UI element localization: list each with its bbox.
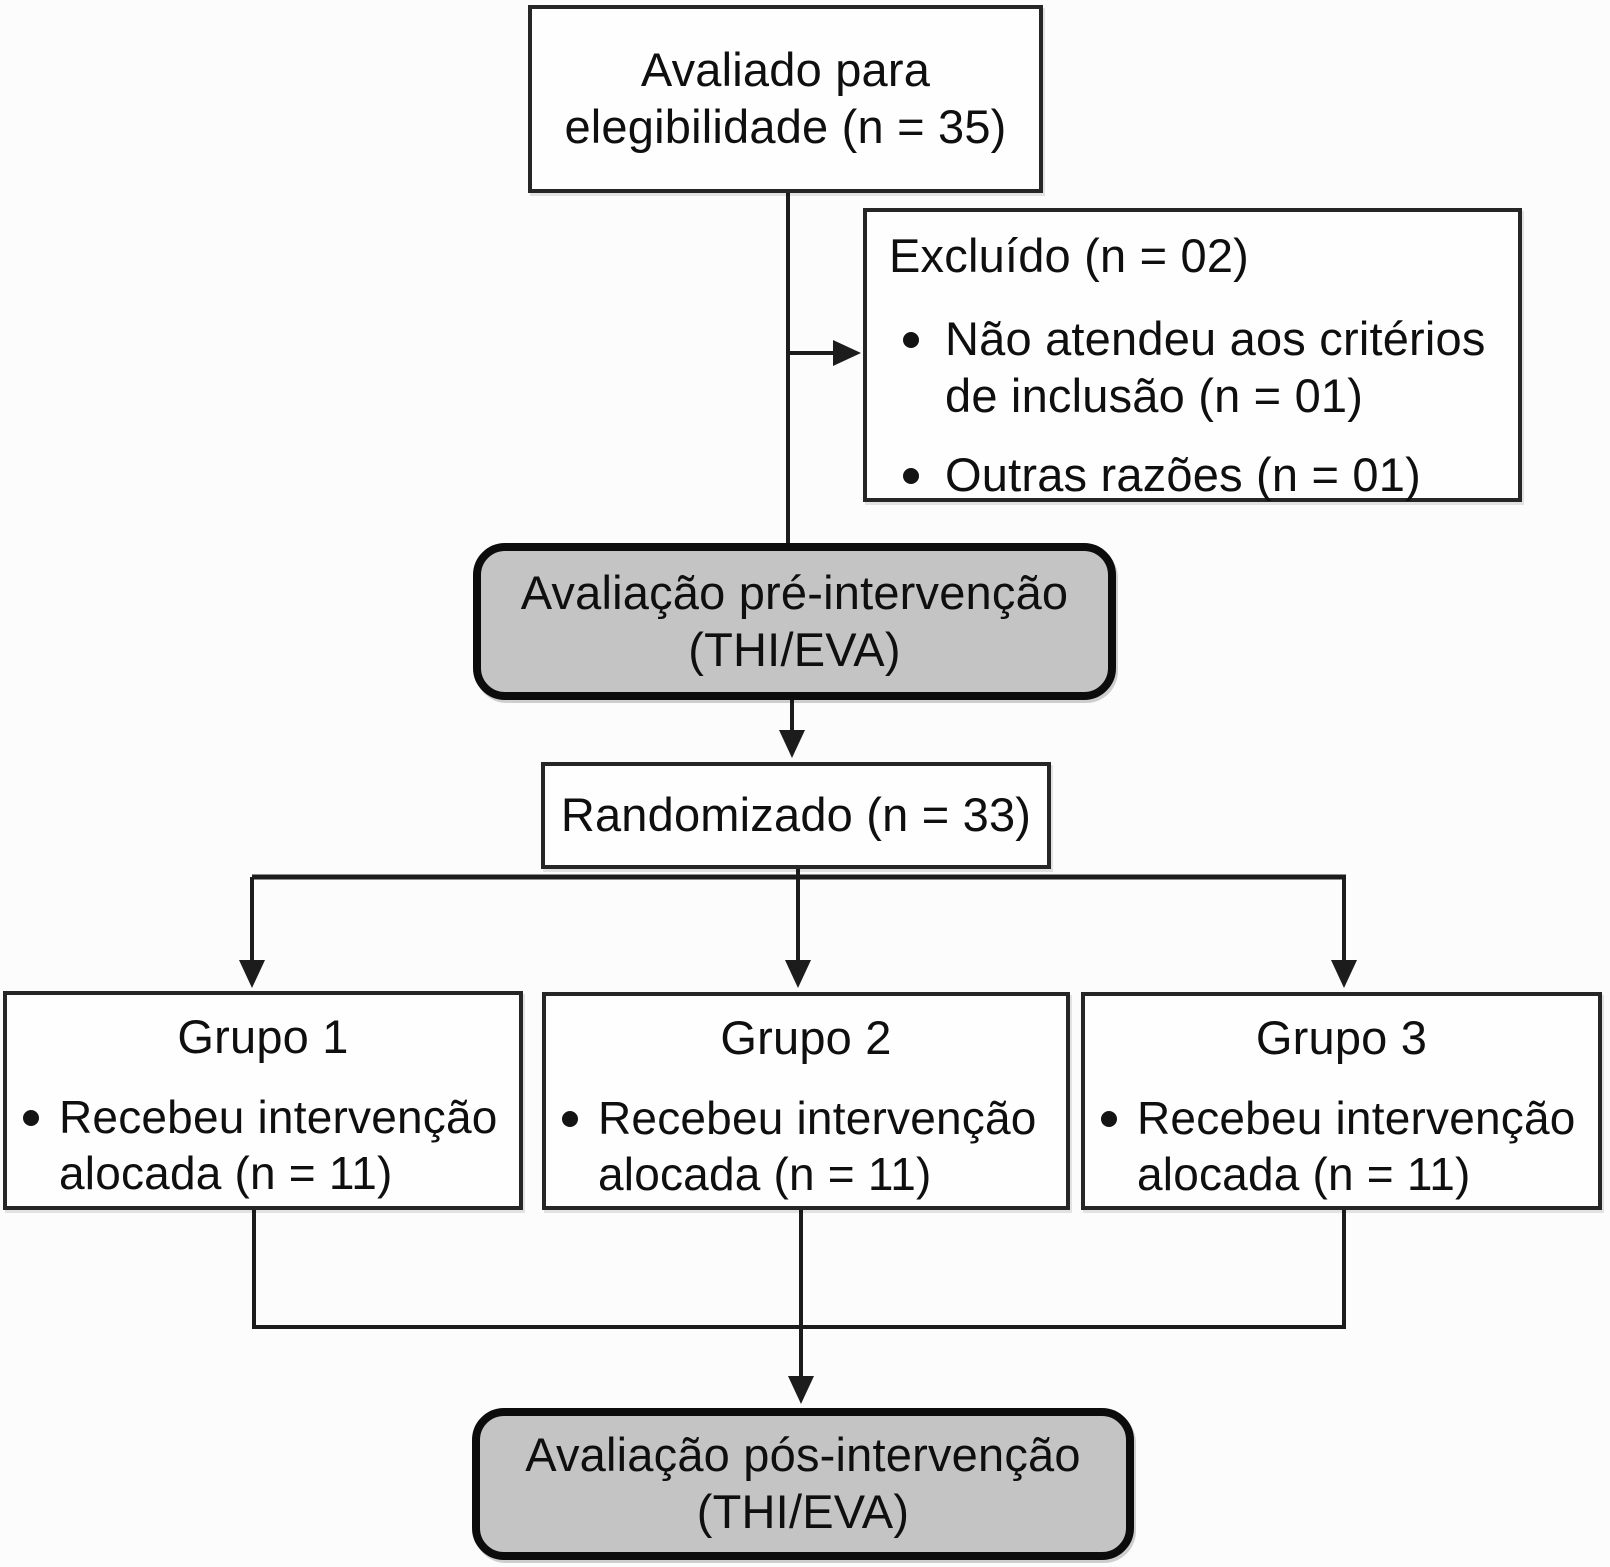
group-2-item-text: Recebeu intervenção alocada (n = 11)	[598, 1091, 1037, 1200]
box-group-2: Grupo 2 Recebeu intervenção alocada (n =…	[542, 992, 1070, 1210]
group-1-item-text: Recebeu intervenção alocada (n = 11)	[59, 1090, 498, 1199]
bullet-icon	[23, 1109, 39, 1126]
group-1-title: Grupo 1	[177, 1010, 349, 1063]
arrowhead-post	[788, 1376, 814, 1404]
list-item: Recebeu intervenção alocada (n = 11)	[23, 1090, 509, 1201]
randomized-text: Randomizado (n = 33)	[560, 788, 1032, 842]
post-assessment-text: Avaliação pós-intervenção (THI/EVA)	[525, 1428, 1081, 1538]
arrowhead-excluded	[833, 340, 861, 366]
bullet-icon	[1101, 1110, 1117, 1127]
excluded-item-text: Não atendeu aos critérios de inclusão (n…	[945, 311, 1486, 422]
arrowhead-group1	[239, 960, 265, 988]
list-item: Recebeu intervenção alocada (n = 11)	[1101, 1091, 1588, 1202]
box-excluded: Excluído (n = 02) Não atendeu aos critér…	[863, 208, 1522, 502]
list-item: Recebeu intervenção alocada (n = 11)	[562, 1091, 1056, 1202]
group-2-list: Recebeu intervenção alocada (n = 11)	[556, 1091, 1056, 1202]
group-3-list: Recebeu intervenção alocada (n = 11)	[1095, 1091, 1588, 1202]
excluded-list: Não atendeu aos critérios de inclusão (n…	[887, 311, 1498, 504]
box-post-assessment: Avaliação pós-intervenção (THI/EVA)	[472, 1408, 1134, 1560]
group-3-title: Grupo 3	[1255, 1011, 1428, 1064]
eligibility-text: Avaliado para elegibilidade (n = 35)	[564, 43, 1007, 153]
list-item: Não atendeu aos critérios de inclusão (n…	[903, 311, 1498, 425]
arrowhead-group2	[785, 960, 811, 988]
bullet-icon	[562, 1110, 578, 1127]
list-item: Outras razões (n = 01)	[903, 447, 1498, 504]
box-eligibility: Avaliado para elegibilidade (n = 35)	[528, 5, 1043, 193]
box-group-1: Grupo 1 Recebeu intervenção alocada (n =…	[3, 991, 523, 1210]
arrowhead-randomized	[779, 730, 805, 758]
bullet-icon	[903, 331, 919, 348]
excluded-item-text: Outras razões (n = 01)	[945, 447, 1421, 501]
box-randomized: Randomizado (n = 33)	[541, 762, 1051, 869]
arrowhead-group3	[1331, 960, 1357, 988]
bullet-icon	[903, 467, 919, 484]
excluded-title: Excluído (n = 02)	[889, 229, 1250, 282]
group-2-title: Grupo 2	[720, 1011, 892, 1064]
group-1-list: Recebeu intervenção alocada (n = 11)	[17, 1090, 509, 1201]
box-group-3: Grupo 3 Recebeu intervenção alocada (n =…	[1081, 992, 1602, 1210]
group-3-item-text: Recebeu intervenção alocada (n = 11)	[1137, 1091, 1576, 1200]
pre-assessment-text: Avaliação pré-intervenção (THI/EVA)	[520, 565, 1069, 676]
box-pre-assessment: Avaliação pré-intervenção (THI/EVA)	[473, 543, 1116, 700]
